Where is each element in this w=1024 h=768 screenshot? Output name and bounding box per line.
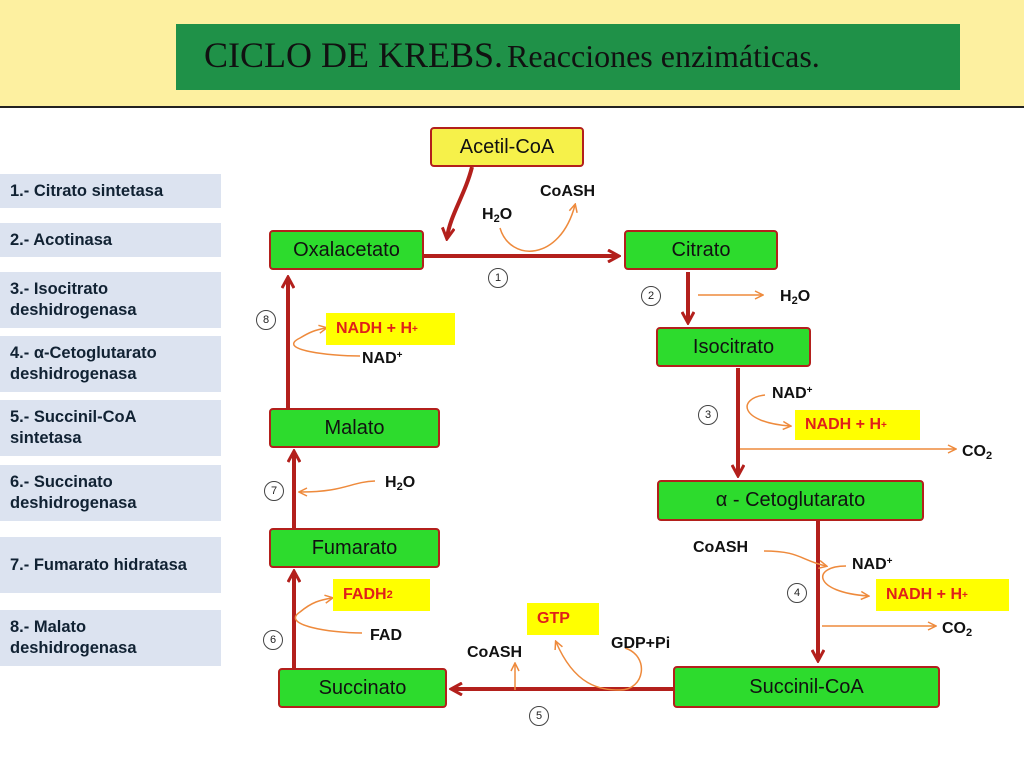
enzyme-4: 4.- α-Cetoglutarato deshidrogenasa	[0, 336, 221, 392]
label-nad-8: NAD+	[362, 350, 403, 367]
step-2: 2	[641, 286, 661, 306]
label-nad-4: NAD+	[852, 556, 893, 573]
label-h2o-7: H2O	[385, 474, 416, 493]
page-title: CICLO DE KREBS. Reacciones enzimáticas.	[176, 24, 960, 90]
title-sub: Reacciones enzimáticas.	[507, 38, 820, 74]
enzyme-6: 6.- Succinato deshidrogenasa	[0, 465, 221, 521]
label-coash-1: CoASH	[540, 183, 596, 200]
step-4: 4	[787, 583, 807, 603]
enzyme-5: 5.- Succinil-CoA sintetasa	[0, 400, 221, 456]
label-nadh-3: NADH + H+	[795, 410, 920, 440]
enzyme-7: 7.- Fumarato hidratasa	[0, 537, 221, 593]
node-acetil-coa: Acetil-CoA	[430, 127, 584, 167]
enzyme-1: 1.- Citrato sintetasa	[0, 174, 221, 208]
node-isocitrato: Isocitrato	[656, 327, 811, 367]
label-coash-4: CoASH	[693, 539, 749, 556]
enzyme-8: 8.- Malato deshidrogenasa	[0, 610, 221, 666]
step-6: 6	[263, 630, 283, 650]
label-fad: FAD	[370, 627, 402, 644]
label-gdp-pi: GDP+Pi	[611, 635, 671, 652]
step-5: 5	[529, 706, 549, 726]
node-succinil-coa: Succinil-CoA	[673, 666, 940, 708]
node-fumarato: Fumarato	[269, 528, 440, 568]
label-co2-4: CO2	[942, 620, 973, 639]
enzyme-2: 2.- Acotinasa	[0, 223, 221, 257]
label-h2o-2: H2O	[780, 288, 811, 307]
label-h2o-1: H2O	[482, 206, 513, 225]
node-succinato: Succinato	[278, 668, 447, 708]
node-malato: Malato	[269, 408, 440, 448]
node-oxalacetato: Oxalacetato	[269, 230, 424, 270]
node-alpha-cetoglutarato: α - Cetoglutarato	[657, 480, 924, 521]
label-nadh-8: NADH + H+	[326, 313, 455, 345]
label-co2-3: CO2	[962, 443, 993, 462]
label-nadh-4: NADH + H+	[876, 579, 1009, 611]
label-coash-5: CoASH	[467, 644, 523, 661]
node-citrato: Citrato	[624, 230, 778, 270]
step-8: 8	[256, 310, 276, 330]
title-main: CICLO DE KREBS.	[204, 35, 504, 75]
step-7: 7	[264, 481, 284, 501]
step-1: 1	[488, 268, 508, 288]
enzyme-3: 3.- Isocitrato deshidrogenasa	[0, 272, 221, 328]
label-gtp: GTP	[527, 603, 599, 635]
step-3: 3	[698, 405, 718, 425]
label-nad-3: NAD+	[772, 385, 813, 402]
